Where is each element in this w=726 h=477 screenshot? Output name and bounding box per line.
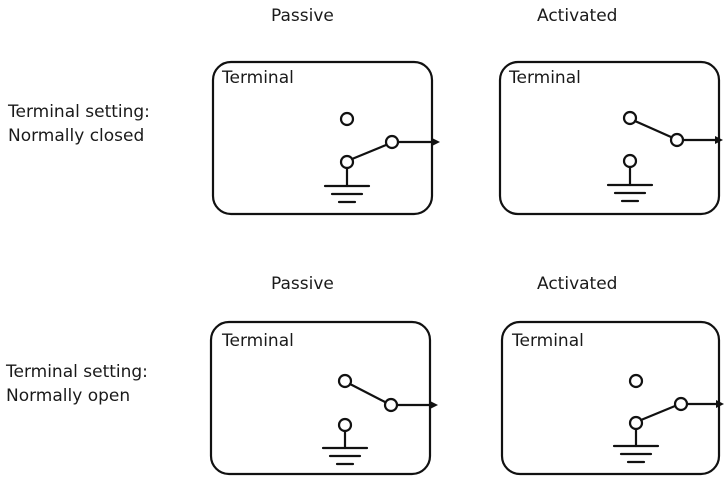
row1-setting-label-line2: Normally closed [8, 126, 145, 146]
contact-terminal-icon [622, 110, 638, 126]
contact-terminal-icon [628, 415, 644, 431]
output-arrow-icon [395, 401, 438, 409]
row2-passive-heading: Passive [271, 274, 334, 294]
ground-symbol-icon [612, 427, 660, 464]
row1-activated-terminal-box [498, 60, 723, 216]
output-arrow-icon [685, 400, 724, 408]
row1-setting-label-line1: Terminal setting: [8, 102, 150, 122]
row2-passive-terminal-box [209, 320, 438, 476]
output-arrow-icon [681, 136, 723, 144]
switch-arm [639, 404, 677, 422]
contact-terminal-icon [628, 373, 644, 389]
terminal-box-outline [209, 320, 432, 476]
contact-terminal-icon [622, 153, 638, 169]
row2-activated-terminal-box [500, 320, 724, 476]
ground-symbol-icon [323, 166, 371, 204]
row1-passive-heading: Passive [271, 6, 334, 26]
contact-terminal-icon [339, 111, 355, 127]
output-arrow-icon [396, 138, 440, 146]
terminal-box-outline [500, 320, 721, 476]
row2-activated-heading: Activated [537, 274, 618, 294]
row1-activated-heading: Activated [537, 6, 618, 26]
contact-terminal-icon [383, 397, 399, 413]
ground-symbol-icon [321, 429, 369, 466]
row2-setting-label: Terminal setting: Normally open [6, 360, 148, 408]
contact-terminal-icon [384, 134, 400, 150]
row2-activated-box-title: Terminal [512, 331, 584, 351]
row1-activated-box-title: Terminal [509, 68, 581, 88]
row2-setting-label-line1: Terminal setting: [6, 362, 148, 382]
row2-setting-label-line2: Normally open [6, 386, 131, 406]
contact-terminal-icon [673, 396, 689, 412]
row2-passive-box-title: Terminal [222, 331, 294, 351]
row1-passive-terminal-box [211, 60, 440, 216]
contact-terminal-icon [669, 132, 685, 148]
ground-symbol-icon [606, 165, 654, 203]
switch-arm [350, 143, 388, 161]
switch-arm [348, 382, 387, 404]
contact-terminal-icon [339, 154, 355, 170]
switch-arm [633, 119, 673, 139]
row1-setting-label: Terminal setting: Normally closed [8, 100, 150, 148]
contact-terminal-icon [337, 373, 353, 389]
row1-passive-box-title: Terminal [222, 68, 294, 88]
contact-terminal-icon [337, 417, 353, 433]
